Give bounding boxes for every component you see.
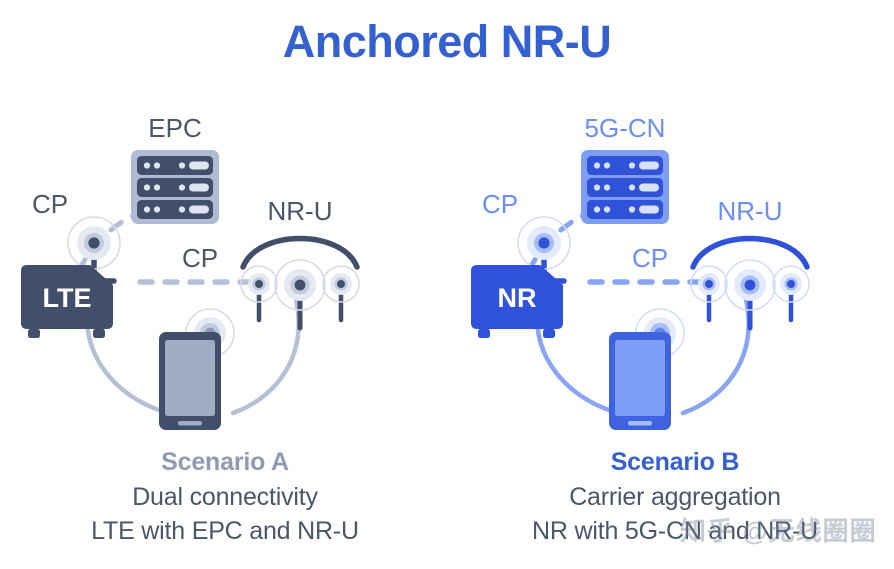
smartphone-icon — [609, 308, 685, 430]
label-cp-radio: CP — [632, 243, 668, 273]
label-base-station: NR — [498, 283, 537, 313]
link-curve-radio-device — [680, 292, 751, 416]
antenna-cluster-icon — [240, 235, 360, 331]
scenario-b-title: Scenario B — [610, 448, 740, 476]
base-station-icon: LTE — [21, 216, 121, 338]
scenario-b-diagram: CP CP 5G-CN — [460, 95, 890, 435]
scenario-a-caption: Scenario A Dual connectivity LTE with EP… — [10, 445, 440, 549]
label-core-network: 5G-CN — [585, 113, 666, 143]
label-cp-radio: CP — [182, 243, 218, 273]
label-cp-core: CP — [482, 189, 518, 219]
scenario-b-caption: Scenario B Carrier aggregation NR with 5… — [460, 445, 890, 549]
smartphone-icon — [159, 308, 235, 430]
scenario-a-desc-line1: Dual connectivity — [132, 482, 318, 511]
scenario-a-diagram: CP CP EPC — [10, 95, 440, 435]
server-rack-icon — [581, 150, 669, 224]
antenna-cluster-icon — [690, 235, 810, 331]
label-radio-access: NR-U — [268, 196, 333, 226]
scenario-a-desc-line2: LTE with EPC and NR-U — [91, 517, 359, 545]
page-title: Anchored NR-U — [282, 16, 612, 67]
label-base-station: LTE — [43, 283, 92, 313]
base-station-icon: NR — [471, 216, 571, 338]
scenario-b-desc-line2: NR with 5G-CN and NR-U — [532, 517, 818, 545]
scenario-a-title: Scenario A — [161, 448, 289, 476]
scenario-b-desc-line1: Carrier aggregation — [569, 482, 781, 511]
server-rack-icon — [131, 150, 219, 224]
label-core-network: EPC — [148, 113, 201, 143]
link-curve-radio-device — [230, 292, 301, 416]
label-cp-core: CP — [32, 189, 68, 219]
label-radio-access: NR-U — [718, 196, 783, 226]
